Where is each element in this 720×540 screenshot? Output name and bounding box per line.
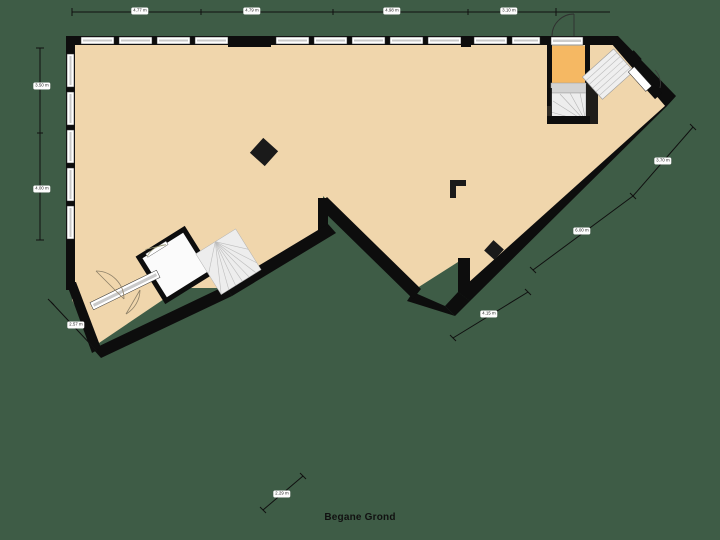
wall-center-diagonal-left (225, 224, 336, 296)
dimension-label-left-segment-1: 3.50 m (33, 82, 51, 90)
wall-inner-step-b (407, 292, 455, 316)
wall-pier-top-1 (228, 36, 271, 47)
staircase-wall-bottom (547, 116, 590, 124)
dimension-label-top-segment-3: 4.98 m (383, 7, 401, 15)
toilet-room-white (135, 225, 215, 305)
dimension-label-top-segment-1: 4.77 m (131, 7, 149, 15)
fan-staircase-body (195, 228, 262, 295)
wall-pier-top-2 (461, 36, 471, 47)
wall-niche (484, 240, 504, 260)
walls-group (66, 36, 676, 358)
left-wall-windows (66, 53, 75, 240)
wall-right-lower-diagonal (458, 96, 676, 301)
orange-room-wall-left (547, 44, 552, 106)
toilet-room-door (145, 240, 169, 258)
side-door-frame (627, 66, 653, 92)
dimension-label-right-lower-diagonal: 6.00 m (573, 227, 591, 235)
main-staircase (547, 84, 598, 124)
fan-staircase (195, 228, 262, 295)
entrance-door (550, 13, 584, 46)
staircase-angle-wall (586, 84, 598, 124)
side-door-wall-a (627, 50, 642, 66)
dimension-label-left-segment-2: 4.00 m (33, 185, 51, 193)
dimension-label-top-segment-2: 4.79 m (243, 7, 261, 15)
column-corner (450, 180, 466, 198)
front-door-swing-right (125, 289, 141, 315)
wall-bottom-left-diagonal (93, 286, 232, 358)
stair-landing (550, 82, 587, 94)
dimension-label-bottom-left-diagonal: 2.57 m (67, 321, 85, 329)
wall-center-v-right (318, 197, 421, 299)
side-door-wall-b (647, 84, 662, 100)
front-double-door (89, 269, 161, 315)
secondary-staircase (581, 48, 635, 100)
side-door-swing (654, 69, 661, 89)
page-title: Begane Grond (324, 512, 396, 523)
dimension-label-inner-diagonal: 4.15 m (480, 310, 498, 318)
front-door-swing-left (95, 270, 125, 300)
dimension-label-bottom-detached-diagonal: 2.29 m (273, 490, 291, 498)
dimension-label-top-segment-4: 3.10 m (500, 7, 518, 15)
wall-notch-right (458, 258, 470, 301)
wall-stub-left-lower (66, 268, 75, 290)
orange-room-fill (551, 46, 586, 83)
dimension-label-right-upper-diagonal: 3.70 m (654, 157, 672, 165)
wall-bottom-left-corner (66, 282, 101, 353)
wall-center-v-left (318, 198, 328, 232)
wall-inner-step-a (445, 292, 470, 316)
fixtures-group (249, 137, 504, 260)
orange-room-wall-right (585, 44, 590, 84)
side-door (627, 50, 662, 100)
column-square (249, 137, 279, 167)
staircase-outline-shadow (547, 88, 552, 118)
entrance-door-swing (551, 13, 575, 37)
